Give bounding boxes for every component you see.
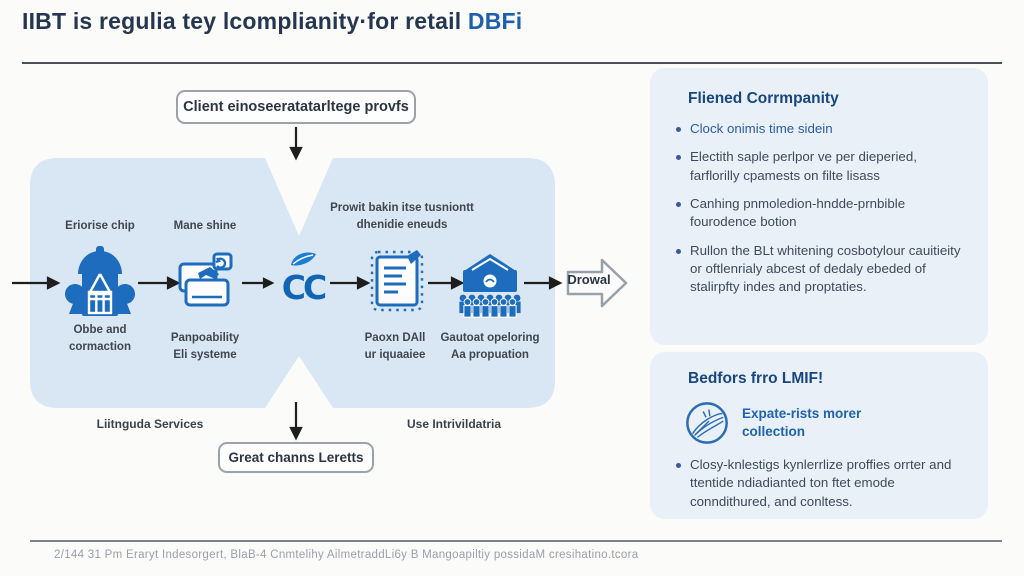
node3-bottom-label: Paoxn DAll ur iquaaiee — [364, 332, 426, 361]
flow-arrow — [138, 276, 181, 290]
title-divider — [22, 62, 1002, 64]
bullet-text: Closy-knlestigs kynlerrlize proffies orr… — [690, 457, 952, 509]
flow-background-shape — [30, 158, 555, 408]
node1-top-label: Eriorise chip — [65, 220, 135, 232]
flow-arrows — [12, 127, 563, 441]
node2-bottom-label: Panpoability Eli systeme — [170, 332, 240, 361]
bullet-dot-icon — [676, 155, 681, 161]
page-title: IIBT is regulia tey lcomplianity·for ret… — [22, 8, 982, 35]
page-title-accent: DBFi — [467, 8, 523, 34]
compliance-panel-title: Fliened Corrmpanity — [688, 90, 839, 107]
flow-arrow — [330, 276, 371, 290]
sketch-feather-icon — [686, 402, 728, 444]
output-arrow-label: Drowal — [567, 272, 611, 287]
bullet-text: Canhing pnmoledion-hndde-prnbible fourod… — [690, 196, 906, 230]
node4-bottom-label: Gautoat opeloring Aa propuation — [440, 332, 540, 361]
feature-label: Expate-rists morer collection — [742, 406, 862, 439]
node1-bottom-label: Obbe and cormaction — [69, 324, 131, 353]
benefits-panel-title: Bedfors frro LMIF! — [688, 370, 824, 387]
right-footnote: Use Intrivildatria — [406, 417, 502, 431]
institution-people-icon — [459, 254, 521, 318]
bullet-text: Rullon the BLt whitening cosbotylour cau… — [690, 242, 961, 295]
list-item: Canhing pnmoledion-hndde-prnbible fourod… — [676, 195, 962, 232]
channels-box: Great channs Leretts — [218, 442, 374, 473]
feature-row: Expate-rists morer collection — [684, 400, 962, 446]
client-process-box-label: Client einoseeratatarltege provfs — [183, 99, 409, 115]
channels-box-label: Great channs Leretts — [228, 450, 364, 465]
cc-logo: CC — [272, 252, 334, 310]
bullet-dot-icon — [676, 463, 681, 468]
footer-text: 2/144 31 Pm Eraryt Indesorgert, BlaB-4 C… — [54, 549, 639, 561]
bullet-dot-icon — [676, 202, 681, 208]
bullet-dot-icon — [676, 248, 681, 254]
bullet-text: Clock onimis time sidein — [690, 121, 833, 136]
node2-top-label: Mane shine — [173, 220, 237, 232]
list-item: Electith saple perlpor ve per dieperied,… — [676, 148, 962, 185]
list-item: Clock onimis time sidein — [676, 120, 962, 138]
bullet-dot-icon — [676, 127, 681, 132]
bullet-text: Electith saple perlpor ve per dieperied,… — [690, 149, 917, 183]
compliance-panel: Fliened Corrmpanity Clock onimis time si… — [650, 68, 988, 345]
cc-logo-text: CC — [281, 268, 327, 307]
flow-arrow — [242, 277, 275, 289]
footer-divider — [30, 540, 1002, 542]
benefits-panel: Bedfors frro LMIF! Expate-rists morer co… — [650, 352, 988, 519]
flow-arrow — [428, 276, 465, 290]
list-item: Rullon the BLt whitening cosbotylour cau… — [676, 242, 962, 297]
flow-arrow — [12, 276, 61, 290]
client-process-box: Client einoseeratatarltege provfs — [176, 90, 416, 124]
node3-top-label: Prowit bakin itse tusniontt dhenidie ene… — [330, 202, 474, 231]
page-title-main: IIBT is regulia tey lcomplianity·for ret… — [22, 8, 462, 34]
left-footnote: Liitnguda Services — [96, 417, 204, 431]
flow-arrow — [524, 276, 563, 290]
flow-arrow-down-top — [289, 127, 303, 161]
notepad-icon — [370, 250, 424, 312]
list-item: Closy-knlestigs kynlerrlize proffies orr… — [676, 456, 962, 511]
leaf-icon — [291, 252, 316, 266]
output-arrow-shape — [566, 258, 628, 308]
document-hand-icon — [178, 252, 233, 307]
bank-building-icon — [65, 246, 135, 316]
flow-arrow-down-bottom — [289, 402, 303, 441]
